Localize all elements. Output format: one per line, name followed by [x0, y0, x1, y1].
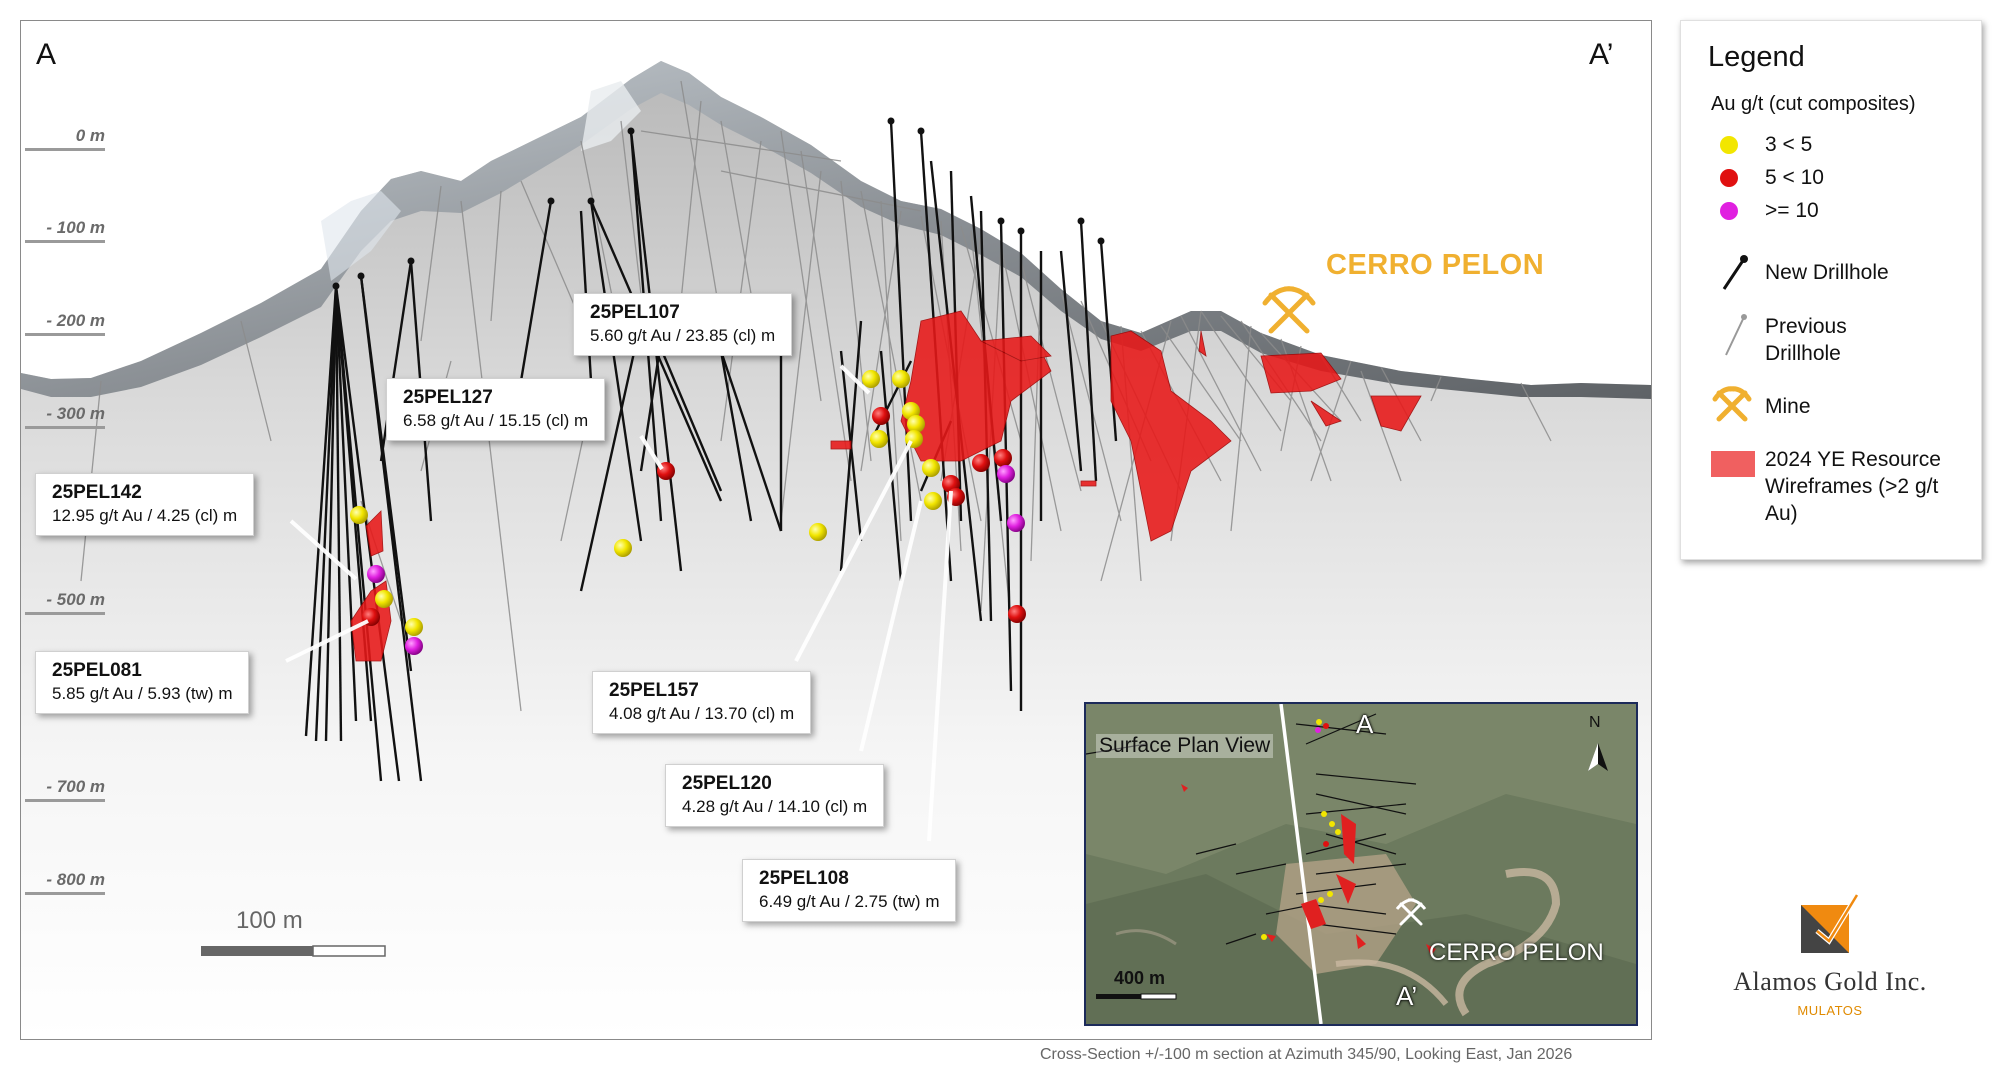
depth-label-0: 0 m — [25, 126, 105, 151]
depth-label-700: - 700 m — [25, 777, 105, 802]
legend-grade-10-plus: >= 10 — [1765, 199, 1819, 222]
callout-hole-id: 25PEL127 — [403, 387, 493, 408]
callout-grade: 4.08 g/t Au / 13.70 (cl) m — [609, 704, 795, 723]
legend-title: Legend — [1708, 41, 1805, 73]
callout-grade: 5.60 g/t Au / 23.85 (cl) m — [590, 326, 776, 345]
callout-25pel108: 25PEL108 6.49 g/t Au / 2.75 (tw) m — [742, 859, 957, 922]
inset-label-a: A — [1356, 709, 1374, 739]
inset-map-graphic — [1086, 704, 1636, 1024]
company-sub: MULATOS — [1797, 1003, 1863, 1018]
resource-wireframes — [350, 310, 1422, 662]
callout-hole-id: 25PEL108 — [759, 868, 849, 889]
inset-label-a-prime: A’ — [1396, 981, 1418, 1011]
callout-hole-id: 25PEL157 — [609, 680, 699, 701]
grade-class-symbols — [1720, 136, 1738, 220]
callout-grade: 6.58 g/t Au / 15.15 (cl) m — [403, 411, 589, 430]
depth-label-800: - 800 m — [25, 870, 105, 895]
red-sphere-icon — [1720, 169, 1738, 187]
callout-hole-id: 25PEL142 — [52, 482, 142, 503]
callout-grade: 6.49 g/t Au / 2.75 (tw) m — [759, 892, 940, 911]
callout-grade: 12.95 g/t Au / 4.25 (cl) m — [52, 506, 238, 525]
previous-drillhole-icon — [1725, 314, 1747, 356]
callout-leaders — [285, 364, 953, 842]
callout-25pel107: 25PEL107 5.60 g/t Au / 23.85 (cl) m — [573, 293, 793, 356]
legend-panel: Legend Au g/t (cut composites) 3 < 5 5 <… — [1680, 20, 1982, 560]
assay-composites — [350, 370, 1026, 655]
legend-previous-drillhole: Previous Drillhole — [1765, 315, 1847, 365]
wireframe-swatch-icon — [1711, 451, 1755, 477]
callout-25pel157: 25PEL157 4.08 g/t Au / 13.70 (cl) m — [592, 671, 812, 734]
section-start-label: A — [36, 38, 57, 71]
legend-mine: Mine — [1765, 395, 1811, 418]
alamos-logo-icon — [1801, 893, 1860, 953]
mine-legend-icon — [1712, 386, 1752, 422]
callout-hole-id: 25PEL107 — [590, 302, 680, 323]
surface-plan-inset: Surface Plan View A A’ CERRO PELON N 400… — [1084, 702, 1638, 1026]
callout-25pel127: 25PEL127 6.58 g/t Au / 15.15 (cl) m — [386, 378, 606, 441]
company-name: Alamos Gold Inc. — [1733, 967, 1927, 996]
legend-grade-3-5: 3 < 5 — [1765, 133, 1813, 156]
section-footnote: Cross-Section +/-100 m section at Azimut… — [1040, 1046, 1573, 1063]
legend-subtitle: Au g/t (cut composites) — [1711, 93, 1916, 115]
company-logo: Alamos Gold Inc. MULATOS — [1715, 885, 1945, 1025]
callout-hole-id: 25PEL120 — [682, 773, 772, 794]
yellow-sphere-icon — [1720, 136, 1738, 154]
depth-label-300: - 300 m — [25, 404, 105, 429]
inset-mine-icon — [1395, 898, 1427, 926]
callout-25pel081: 25PEL081 5.85 g/t Au / 5.93 (tw) m — [35, 651, 250, 714]
callout-grade: 5.85 g/t Au / 5.93 (tw) m — [52, 684, 233, 703]
cross-section-panel: A A’ 0 m - 100 m - 200 m - 300 m - 500 m… — [20, 20, 1652, 1040]
section-end-label: A’ — [1589, 38, 1614, 71]
new-drillhole-icon — [1722, 255, 1748, 290]
legend-wireframes: 2024 YE Resource Wireframes (>2 g/t Au) — [1765, 448, 1941, 525]
inset-title: Surface Plan View — [1096, 734, 1274, 758]
inset-mine-name: CERRO PELON — [1429, 939, 1604, 966]
callout-25pel120: 25PEL120 4.28 g/t Au / 14.10 (cl) m — [665, 764, 885, 827]
drillhole-collars — [332, 117, 1105, 290]
magenta-sphere-icon — [1720, 202, 1738, 220]
inset-north-label: N — [1589, 714, 1601, 731]
depth-label-500: - 500 m — [25, 590, 105, 615]
mine-name-label: CERRO PELON — [1326, 249, 1545, 281]
callout-25pel142: 25PEL142 12.95 g/t Au / 4.25 (cl) m — [35, 473, 255, 536]
callout-grade: 4.28 g/t Au / 14.10 (cl) m — [682, 797, 868, 816]
legend-new-drillhole: New Drillhole — [1765, 261, 1889, 284]
scale-bar-label: 100 m — [236, 907, 303, 934]
callout-hole-id: 25PEL081 — [52, 660, 142, 681]
legend-grade-5-10: 5 < 10 — [1765, 166, 1824, 189]
topographic-surface — [21, 61, 1651, 399]
depth-label-100: - 100 m — [25, 218, 105, 243]
inset-scale-label: 400 m — [1114, 968, 1166, 988]
depth-label-200: - 200 m — [25, 311, 105, 336]
mine-icon — [1262, 286, 1316, 334]
scale-bar — [201, 945, 386, 957]
north-arrow-icon — [1588, 743, 1608, 771]
